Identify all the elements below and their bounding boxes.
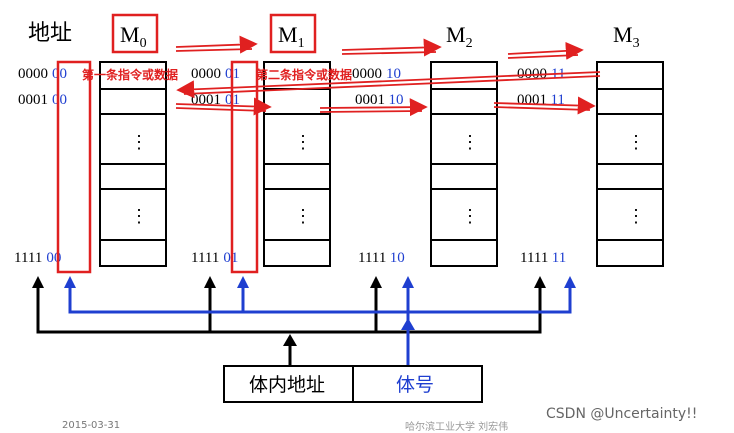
- module-title-box: [111, 13, 159, 54]
- address-prefix: 0000: [352, 66, 382, 82]
- module-title: M2: [446, 22, 473, 51]
- footer-date: 2015-03-31: [62, 420, 120, 431]
- suffix-highlight-m0: [56, 60, 92, 274]
- address-suffix: 00: [52, 92, 67, 108]
- address-prefix: 0001: [517, 92, 547, 108]
- suffix-highlight-m1: [230, 60, 259, 274]
- ellipsis: ⋮: [130, 132, 148, 153]
- ellipsis: ⋮: [627, 206, 645, 227]
- address-prefix: 1111: [358, 250, 386, 266]
- address-prefix: 1111: [520, 250, 548, 266]
- address-suffix: 10: [388, 92, 403, 108]
- address-suffix: 11: [552, 250, 566, 266]
- ellipsis: ⋮: [130, 206, 148, 227]
- module-m0: M0 ⋮ ⋮: [99, 13, 167, 267]
- annotation-first-instruction: 第一条指令或数据: [82, 67, 178, 82]
- bank-bus-arrowheads: [64, 276, 576, 330]
- address-suffix: 10: [390, 250, 405, 266]
- address-prefix: 0000: [18, 66, 48, 82]
- address-prefix: 0001: [18, 92, 48, 108]
- inner-address-field: 体内地址: [249, 374, 325, 396]
- address-suffix: 00: [52, 66, 67, 82]
- ellipsis: ⋮: [294, 206, 312, 227]
- ellipsis: ⋮: [294, 132, 312, 153]
- address-prefix: 0000: [191, 66, 221, 82]
- address-prefix: 1111: [191, 250, 219, 266]
- ellipsis: ⋮: [461, 132, 479, 153]
- module-title: M0: [120, 22, 147, 51]
- inner-bus-arrowheads: [32, 276, 546, 346]
- module-m2: M2 ⋮ ⋮: [430, 22, 498, 267]
- address-suffix: 10: [386, 66, 401, 82]
- ellipsis: ⋮: [461, 206, 479, 227]
- ellipsis: ⋮: [627, 132, 645, 153]
- module-title: M1: [278, 22, 305, 51]
- annotation-second-instruction: 第二条指令或数据: [256, 67, 352, 82]
- sequence-arrows: [175, 35, 601, 117]
- bank-number-bus: [68, 282, 572, 365]
- watermark: CSDN @Uncertainty!!: [546, 406, 697, 422]
- address-prefix: 1111: [14, 250, 42, 266]
- module-title-box: [269, 13, 317, 54]
- address-header: 地址: [28, 20, 72, 45]
- address-prefix: 0001: [355, 92, 385, 108]
- footer-source: 哈尔滨工业大学 刘宏伟: [405, 420, 508, 433]
- module-m3: M3 ⋮ ⋮: [596, 22, 664, 267]
- bank-number-field: 体号: [396, 374, 434, 396]
- module-title: M3: [613, 22, 640, 51]
- inner-address-bus: [36, 282, 542, 365]
- module-m1: M1 ⋮ ⋮: [263, 13, 331, 267]
